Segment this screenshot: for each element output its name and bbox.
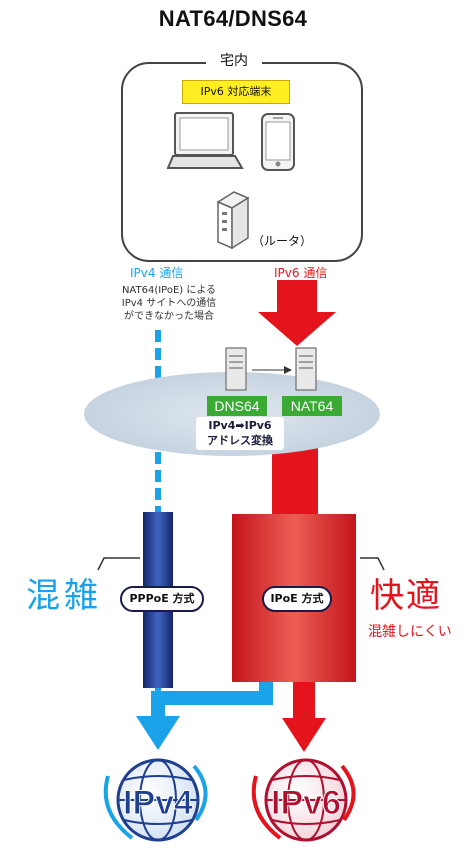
router-icon (216, 191, 250, 250)
home-label: 宅内 (206, 50, 262, 70)
note-line-2: IPv4 サイトへの通信 (121, 298, 217, 309)
ipv6-comm-label: IPv6 通信 (274, 266, 328, 280)
congested-label: 混雑 (26, 576, 102, 616)
fallback-note: NAT64(IPoE) による IPv4 サイトへの通信 ができなかった場合 (100, 284, 238, 323)
diagram-title: NAT64/DNS64 (158, 6, 308, 31)
note-line-1: NAT64(IPoE) による (121, 285, 217, 296)
comfortable-label: 快適 (370, 576, 442, 616)
ipv4-via-ipoe-arrow (136, 682, 273, 750)
ipv6-to-internet-arrow (282, 682, 326, 752)
dns64-tag: DNS64 (207, 396, 267, 416)
ipoe-method-pill: IPoE 方式 (262, 586, 332, 612)
ipv4-comm-label: IPv4 通信 (130, 266, 184, 280)
dns-to-nat-arrow (252, 366, 292, 374)
note-line-3: ができなかった場合 (124, 311, 214, 322)
nat64-server-icon (295, 347, 317, 391)
ipv6-globe-icon (251, 758, 356, 842)
less-congested-label: 混雑しにくい (368, 624, 452, 640)
conversion-line-1: IPv4➡IPv6 (208, 419, 272, 432)
smartphone-icon (261, 113, 295, 171)
ipv6-down-arrow (258, 280, 336, 346)
ipv6-device-badge: IPv6 対応端末 (182, 80, 290, 104)
congested-callout-line (97, 557, 140, 571)
dns64-server-icon (225, 347, 247, 391)
ipv4-globe-icon (103, 758, 208, 842)
comfortable-callout-line (360, 557, 385, 571)
laptop-icon (166, 112, 244, 169)
address-conversion-box: IPv4➡IPv6 アドレス変換 (196, 417, 284, 450)
conversion-line-2: アドレス変換 (207, 434, 273, 447)
nat64-tag: NAT64 (282, 396, 342, 416)
router-label: （ルータ） (252, 234, 313, 248)
pppoe-method-pill: PPPoE 方式 (120, 586, 204, 612)
